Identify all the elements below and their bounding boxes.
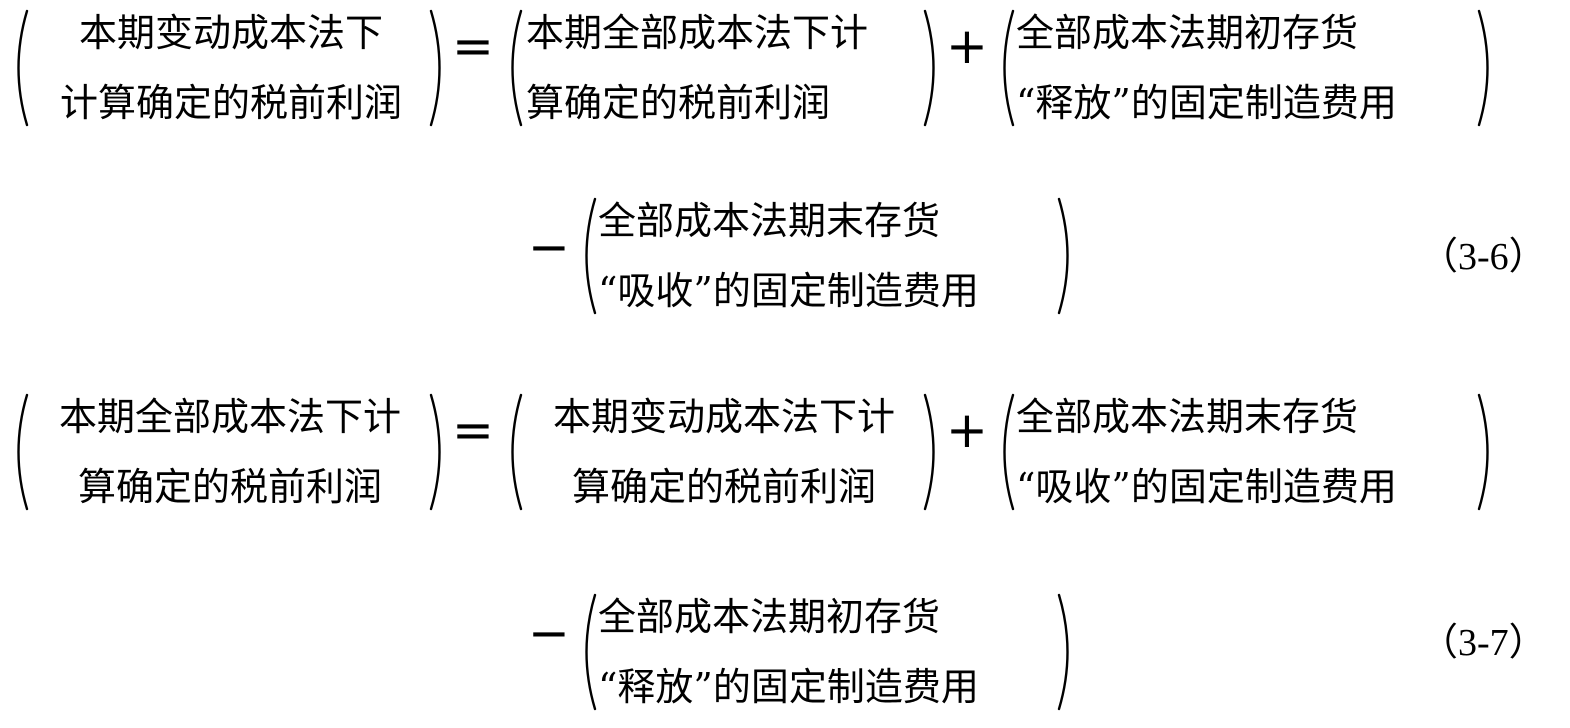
minus-sign: − (528, 218, 570, 276)
right-paren (1477, 393, 1489, 511)
term-line: “释放”的固定制造费用 (1016, 81, 1397, 125)
term-line: 全部成本法期初存货 (598, 595, 941, 639)
left-paren (511, 9, 523, 127)
equation-number: （3-7） (1420, 622, 1547, 664)
term-3: 全部成本法期初存货 “释放”的固定制造费用 (598, 592, 1068, 712)
term-2: 全部成本法期初存货 “释放”的固定制造费用 (1016, 8, 1486, 128)
term-line: 本期变动成本法下 (78, 11, 383, 55)
right-paren (923, 393, 935, 511)
left-paren (1003, 9, 1015, 127)
right-paren (429, 9, 441, 127)
term-line: 计算确定的税前利润 (59, 81, 402, 125)
term-line: “吸收”的固定制造费用 (598, 269, 979, 313)
term-1: 本期变动成本法下计 算确定的税前利润 (524, 392, 924, 512)
plus-sign: + (946, 401, 988, 459)
term-line: 本期变动成本法下计 (552, 395, 895, 439)
equation-number: （3-6） (1420, 236, 1547, 278)
term-line: 全部成本法期末存货 (598, 199, 941, 243)
plus-sign: + (946, 17, 988, 75)
term-line: 算确定的税前利润 (571, 465, 876, 509)
left-paren (585, 593, 597, 711)
term-line: “吸收”的固定制造费用 (1016, 465, 1397, 509)
lhs-term: 本期全部成本法下计 算确定的税前利润 (30, 392, 430, 512)
term-2: 全部成本法期末存货 “吸收”的固定制造费用 (1016, 392, 1486, 512)
term-line: 全部成本法期末存货 (1016, 395, 1359, 439)
term-line: 本期全部成本法下计 (526, 11, 869, 55)
left-paren (585, 197, 597, 315)
right-paren (429, 393, 441, 511)
term-line: 算确定的税前利润 (77, 465, 382, 509)
left-paren (1003, 393, 1015, 511)
right-paren (923, 9, 935, 127)
lhs-term: 本期变动成本法下 计算确定的税前利润 (26, 8, 436, 128)
equals-sign: = (452, 401, 494, 459)
term-3: 全部成本法期末存货 “吸收”的固定制造费用 (598, 196, 1068, 316)
minus-sign: − (528, 604, 570, 662)
left-paren (17, 393, 29, 511)
term-line: “释放”的固定制造费用 (598, 665, 979, 709)
equals-sign: = (452, 17, 494, 75)
right-paren (1057, 197, 1069, 315)
term-line: 全部成本法期初存货 (1016, 11, 1359, 55)
right-paren (1477, 9, 1489, 127)
term-line: 算确定的税前利润 (526, 81, 831, 125)
right-paren (1057, 593, 1069, 711)
left-paren (17, 9, 29, 127)
left-paren (511, 393, 523, 511)
term-line: 本期全部成本法下计 (58, 395, 401, 439)
term-1: 本期全部成本法下计 算确定的税前利润 (526, 8, 936, 128)
